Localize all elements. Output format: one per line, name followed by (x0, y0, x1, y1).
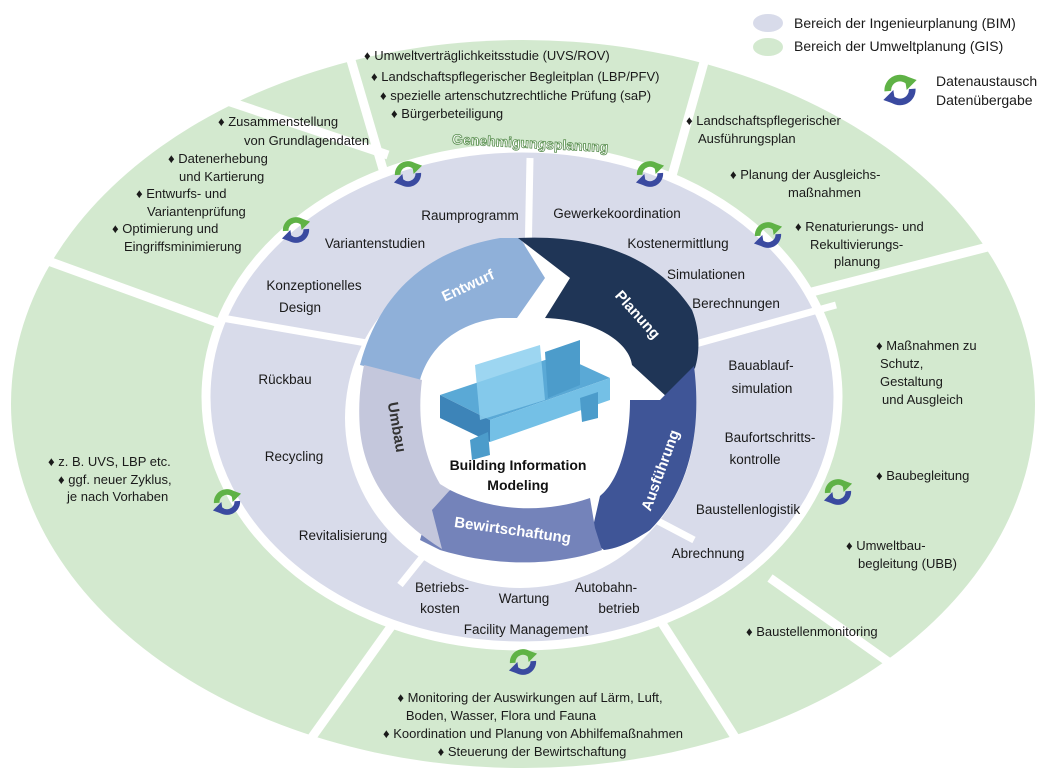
bim-ausfuehrung-item: Baufortschritts- (725, 430, 816, 445)
entwurf-arrow (360, 238, 545, 380)
planung-arrow (518, 237, 699, 398)
gis-planung-item: Ausführungsplan (698, 131, 796, 146)
bim-ausfuehrung-item: Baustellenlogistik (696, 502, 801, 517)
gis-ausfuehrung-list: ♦ Maßnahmen zu Schutz, Gestaltung und Au… (746, 338, 977, 639)
center-title-line1: Building Information (450, 457, 587, 473)
gis-planung-item: ♦ Planung der Ausgleichs- (730, 167, 880, 182)
gis-umbau-list: ♦ z. B. UVS, LBP etc. ♦ ggf. neuer Zyklu… (48, 454, 172, 504)
legend-gis-label: Bereich der Umweltplanung (GIS) (794, 38, 1003, 54)
center-title-line2: Modeling (487, 477, 548, 493)
bim-entwurf-item: Variantenstudien (325, 236, 425, 251)
bim-umbau-item: Revitalisierung (299, 528, 388, 543)
bim-entwurf-item: Raumprogramm (421, 208, 519, 223)
gis-planung-item: maßnahmen (788, 185, 861, 200)
gis-bewirtschaftung-item: ♦ Steuerung der Bewirtschaftung (438, 744, 627, 759)
gis-ausfuehrung-item: Gestaltung (880, 374, 943, 389)
bim-planung-item: Kostenermittlung (627, 236, 728, 251)
gis-ausfuehrung-item: ♦ Maßnahmen zu (876, 338, 977, 353)
bim-bewirtschaftung-item: Wartung (499, 591, 550, 606)
bim-bewirtschaftung-labels: Betriebs- kosten Wartung Autobahn- betri… (415, 580, 640, 637)
gis-entwurf-item: ♦ Optimierung und (112, 221, 218, 236)
bridge-illustration (440, 340, 610, 460)
gis-genehmigung-item: ♦ spezielle artenschutzrechtliche Prüfun… (380, 88, 651, 103)
legend-sync-icon (883, 76, 916, 105)
bim-planung-item: Simulationen (667, 267, 745, 282)
legend-gis-swatch (753, 38, 783, 56)
legend-bim-swatch (753, 14, 783, 32)
gis-entwurf-list: ♦ Zusammenstellung von Grundlagendaten ♦… (112, 114, 369, 254)
bim-bewirtschaftung-item: betrieb (598, 601, 639, 616)
gis-entwurf-item: Variantenprüfung (147, 204, 246, 219)
gis-planung-item: planung (834, 254, 880, 269)
bewirtschaftung-arrow (420, 490, 602, 563)
gis-entwurf-item: ♦ Datenerhebung (168, 151, 268, 166)
bim-entwurf-item: Design (279, 300, 321, 315)
gis-planung-list: ♦ Landschaftspflegerischer Ausführungspl… (686, 113, 924, 269)
bim-ausfuehrung-item: kontrolle (729, 452, 780, 467)
legend: Bereich der Ingenieurplanung (BIM) Berei… (753, 14, 1037, 108)
gis-ausfuehrung-item: ♦ Baustellenmonitoring (746, 624, 878, 639)
umbau-arrow (359, 365, 450, 549)
bim-planung-item: Gewerkekoordination (553, 206, 681, 221)
gis-planung-item: ♦ Renaturierungs- und (795, 219, 924, 234)
legend-exchange-line1: Datenaustausch (936, 73, 1037, 89)
bim-bewirtschaftung-item: Facility Management (464, 622, 589, 637)
gis-planung-item: ♦ Landschaftspflegerischer (686, 113, 841, 128)
gis-entwurf-item: Eingriffsminimierung (124, 239, 242, 254)
bim-ausfuehrung-item: Bauablauf- (728, 358, 793, 373)
bim-planung-item: Berechnungen (692, 296, 780, 311)
gis-ausfuehrung-item: ♦ Umweltbau- (846, 538, 926, 553)
gis-entwurf-item: und Kartierung (179, 169, 264, 184)
gis-ausfuehrung-item: begleitung (UBB) (858, 556, 957, 571)
bim-umbau-item: Rückbau (258, 372, 311, 387)
bim-planung-labels: Gewerkekoordination Kostenermittlung Sim… (553, 206, 780, 311)
bim-umbau-labels: Rückbau Recycling Revitalisierung (258, 372, 387, 543)
gis-planung-item: Rekultivierungs- (810, 237, 903, 252)
gis-entwurf-item: von Grundlagendaten (244, 133, 369, 148)
gis-genehmigung-item: ♦ Landschaftspflegerischer Begleitplan (… (371, 69, 659, 84)
legend-exchange-line2: Datenübergabe (936, 92, 1033, 108)
bim-bewirtschaftung-item: Betriebs- (415, 580, 469, 595)
bim-entwurf-item: Konzeptionelles (266, 278, 362, 293)
gis-genehmigung-item: ♦ Bürgerbeteiligung (391, 106, 503, 121)
ausfuehrung-arrow (590, 366, 697, 550)
gis-umbau-item: je nach Vorhaben (66, 489, 168, 504)
legend-bim-label: Bereich der Ingenieurplanung (BIM) (794, 15, 1016, 31)
gis-bewirtschaftung-item: ♦ Koordination und Planung von Abhilfema… (383, 726, 683, 741)
gis-entwurf-item: ♦ Entwurfs- und (136, 186, 226, 201)
gis-ausfuehrung-item: Schutz, (880, 356, 923, 371)
bim-ausfuehrung-item: simulation (732, 381, 793, 396)
gis-umbau-item: ♦ ggf. neuer Zyklus, (58, 472, 172, 487)
bim-ausfuehrung-item: Abrechnung (672, 546, 745, 561)
gis-bewirtschaftung-item: ♦ Monitoring der Auswirkungen auf Lärm, … (397, 690, 662, 705)
bim-umbau-item: Recycling (265, 449, 324, 464)
gis-bewirtschaftung-item: Boden, Wasser, Flora und Fauna (406, 708, 597, 723)
gis-bewirtschaftung-list: ♦ Monitoring der Auswirkungen auf Lärm, … (383, 690, 683, 759)
gis-genehmigung-item: ♦ Umweltverträglichkeitsstudie (UVS/ROV) (364, 48, 610, 63)
gis-ausfuehrung-item: ♦ Baubegleitung (876, 468, 969, 483)
gis-ausfuehrung-item: und Ausgleich (882, 392, 963, 407)
gis-genehmigung-list: ♦ Umweltverträglichkeitsstudie (UVS/ROV)… (364, 48, 659, 121)
gis-entwurf-item: ♦ Zusammenstellung (218, 114, 338, 129)
bim-ausfuehrung-labels: Bauablauf- simulation Baufortschritts- k… (672, 358, 816, 561)
bim-bewirtschaftung-item: kosten (420, 601, 460, 616)
bim-bewirtschaftung-item: Autobahn- (575, 580, 637, 595)
bim-entwurf-labels: Raumprogramm Variantenstudien Konzeption… (266, 208, 518, 315)
gis-umbau-item: ♦ z. B. UVS, LBP etc. (48, 454, 171, 469)
